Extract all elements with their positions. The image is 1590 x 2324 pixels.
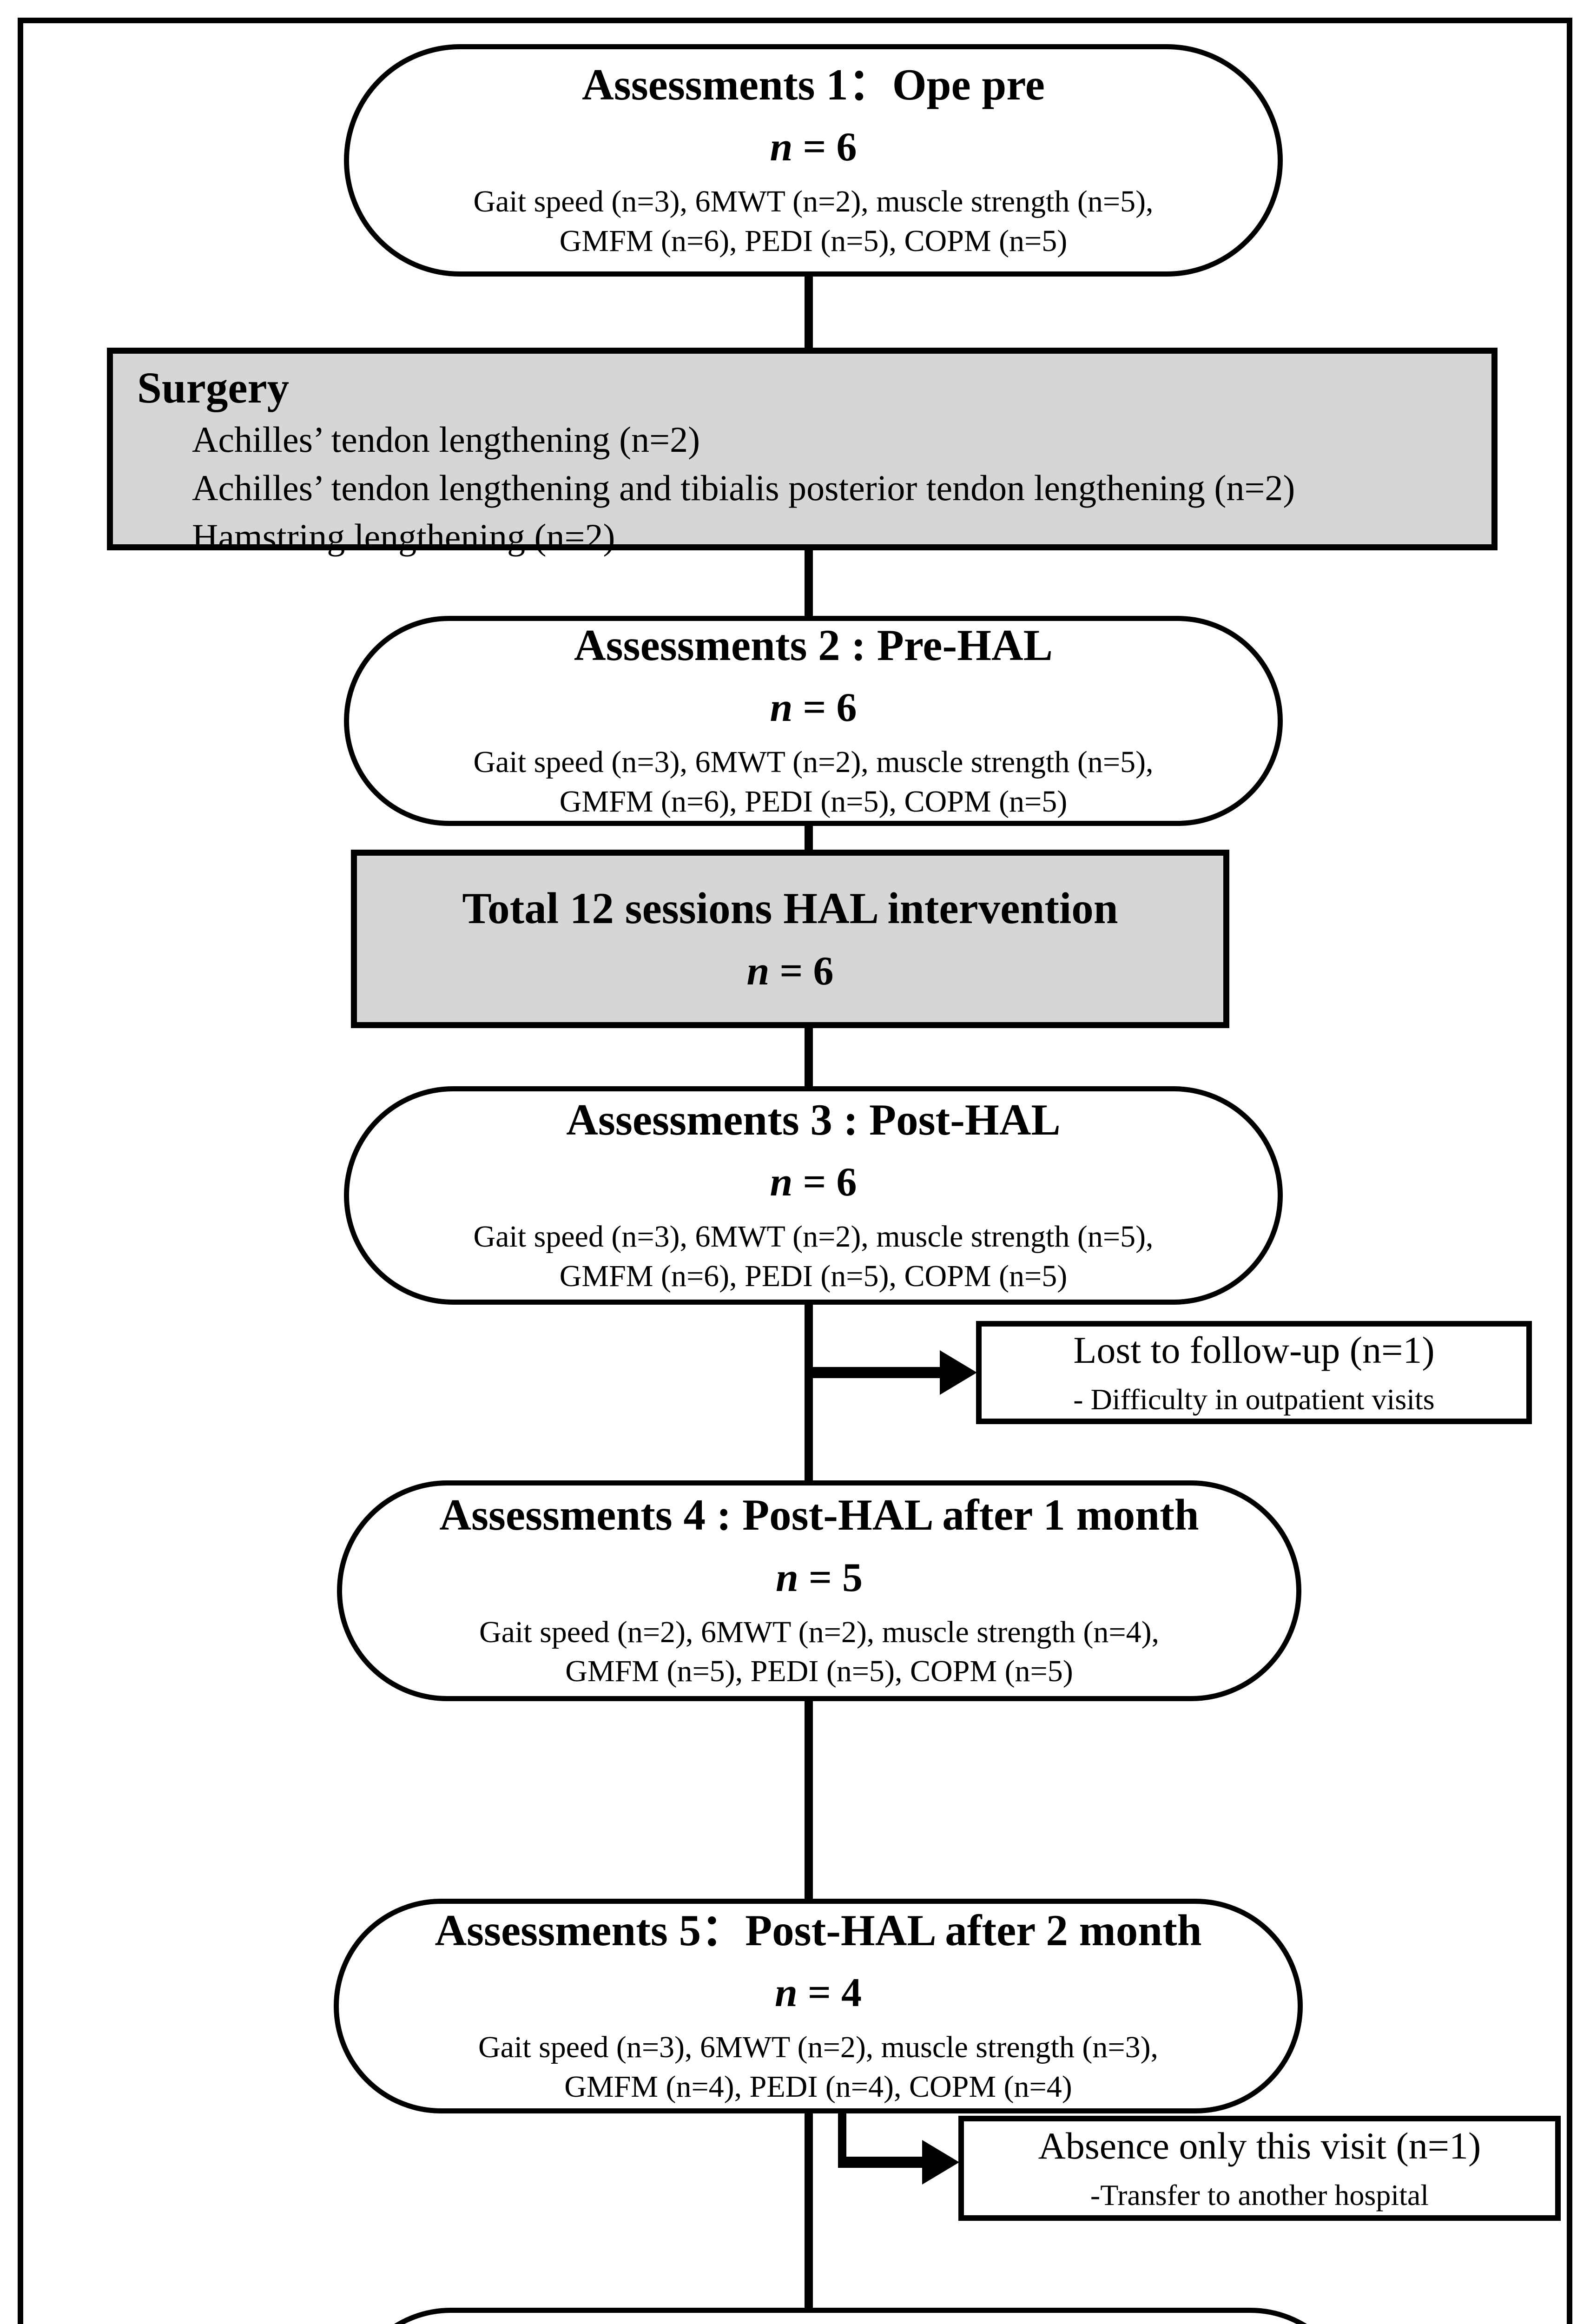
hal-intervention-count: n = 6 [746,948,834,994]
connector-surgery-a2 [805,545,813,621]
surgery-box: Surgery Achilles’ tendon lengthening (n=… [107,348,1498,557]
assessment-1-title: Assessments 1：Ope pre [582,59,1045,109]
arrow-lost-head-icon [940,1350,977,1395]
assessment-1-count: n = 6 [770,125,857,170]
assessment-2-count: n = 6 [770,685,857,731]
assessment-1-detail-line: GMFM (n=6), PEDI (n=5), COPM (n=5) [559,224,1068,258]
assessment-3-title: Assessments 3 : Post-HAL [566,1095,1061,1144]
assessment-2-detail-line: GMFM (n=6), PEDI (n=5), COPM (n=5) [559,784,1068,819]
assessment-5-title: Assessments 5：Post-HAL after 2 month [435,1905,1202,1955]
surgery-item: Hamstring lengthening (n=2) [192,516,615,557]
assessment-6-oval: Assessments 6 Post-HAL after 3 month (n=… [344,2308,1357,2324]
lost-to-follow-up-box: Lost to follow-up (n=1) - Difficulty in … [976,1321,1532,1424]
connector-a4-a5 [805,1696,813,1902]
assessment-4-detail-line: Gait speed (n=2), 6MWT (n=2), muscle str… [479,1615,1160,1649]
assessment-5-oval: Assessments 5：Post-HAL after 2 month n =… [334,1899,1303,2113]
lost-to-follow-up-title: Lost to follow-up (n=1) [1073,1328,1435,1371]
surgery-title: Surgery [137,363,290,412]
assessment-4-title: Assessments 4 : Post-HAL after 1 month [439,1490,1199,1540]
lost-to-follow-up-reason: - Difficulty in outpatient visits [1073,1382,1435,1416]
arrow-absence-head-icon [922,2140,959,2185]
connector-a3-a4 [805,1301,813,1484]
assessment-5-detail-line: Gait speed (n=3), 6MWT (n=2), muscle str… [478,2030,1159,2065]
assessment-4-oval: Assessments 4 : Post-HAL after 1 month n… [337,1480,1301,1701]
connector-a2-hal [805,822,813,854]
absence-box: Absence only this visit (n=1) -Transfer … [958,2116,1561,2221]
arrow-lost-shaft [809,1367,943,1378]
assessment-2-title: Assessments 2 : Pre-HAL [574,620,1053,670]
assessment-3-oval: Assessments 3 : Post-HAL n = 6 Gait spee… [344,1086,1283,1305]
assessment-1-detail-line: Gait speed (n=3), 6MWT (n=2), muscle str… [473,185,1154,219]
connector-a5-a6 [805,2109,813,2311]
absence-reason: -Transfer to another hospital [1090,2178,1429,2212]
arrow-absence-drop [838,2109,846,2168]
assessment-3-count: n = 6 [770,1160,857,1205]
assessment-5-count: n = 4 [774,1970,862,2016]
assessment-4-detail-line: GMFM (n=5), PEDI (n=5), COPM (n=5) [565,1654,1073,1689]
hal-intervention-title: Total 12 sessions HAL intervention [462,884,1118,933]
assessment-5-detail-line: GMFM (n=4), PEDI (n=4), COPM (n=4) [564,2069,1072,2104]
arrow-absence-shaft [838,2157,924,2168]
absence-title: Absence only this visit (n=1) [1038,2124,1481,2167]
surgery-item: Achilles’ tendon lengthening and tibiali… [192,468,1295,508]
assessment-2-oval: Assessments 2 : Pre-HAL n = 6 Gait speed… [344,616,1283,826]
assessment-3-detail-line: Gait speed (n=3), 6MWT (n=2), muscle str… [473,1220,1154,1254]
assessment-2-detail-line: Gait speed (n=3), 6MWT (n=2), muscle str… [473,745,1154,779]
hal-intervention-box: Total 12 sessions HAL intervention n = 6 [351,850,1229,1028]
connector-hal-a3 [805,1023,813,1090]
outer-frame [18,18,1572,2324]
surgery-item: Achilles’ tendon lengthening (n=2) [192,419,700,460]
assessment-3-detail-line: GMFM (n=6), PEDI (n=5), COPM (n=5) [559,1259,1068,1293]
assessment-6-title-line1: Assessments 6 [718,2315,984,2324]
connector-a1-surgery [805,272,813,353]
assessment-1-oval: Assessments 1：Ope pre n = 6 Gait speed (… [344,44,1283,277]
assessment-4-count: n = 5 [775,1555,863,1600]
